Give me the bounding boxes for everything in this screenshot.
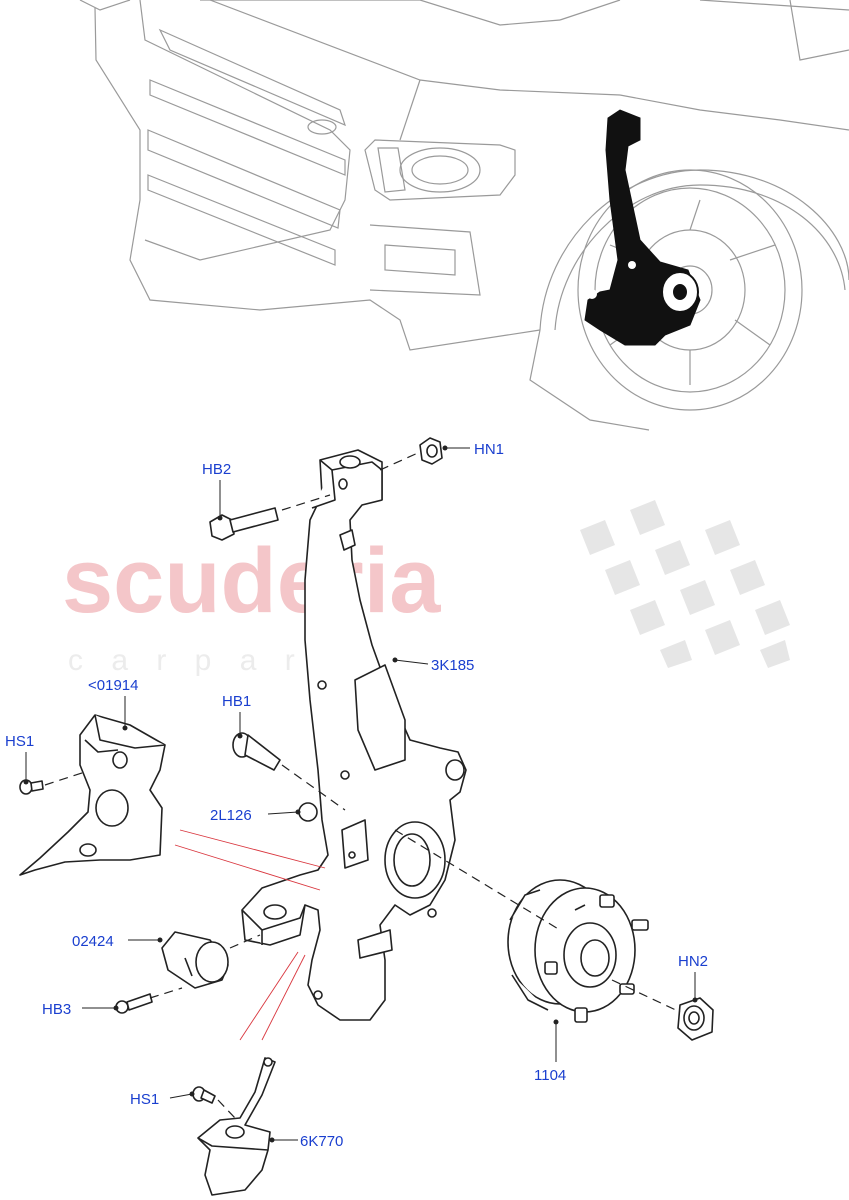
label-2L126: 2L126 (210, 807, 252, 824)
bolt-HB1 (232, 732, 281, 771)
splash-shield-01914 (19, 714, 166, 876)
bolt-HB3 (115, 993, 153, 1014)
label-1104: 1104 (534, 1067, 566, 1084)
checkered-flag-icon (580, 500, 790, 668)
leader-lines (23, 445, 698, 1143)
plug-2L126 (298, 802, 318, 822)
watermark-brand: scuderia (62, 530, 441, 632)
steering-knuckle-3K185 (241, 449, 467, 1021)
screw-HS1-upper (19, 779, 44, 795)
assembly-lines (44, 451, 681, 1119)
label-HN2: HN2 (678, 953, 708, 970)
label-HN1: HN1 (474, 441, 504, 458)
bracket-6K770 (197, 1057, 276, 1196)
hub-nut-HN2 (677, 997, 714, 1041)
part-labels: HN1 HB2 3K185 <01914 HS1 HB1 2L126 02424… (5, 441, 708, 1150)
screw-HS1-lower (192, 1086, 216, 1104)
label-01914: <01914 (88, 677, 138, 694)
label-HB1: HB1 (222, 693, 251, 710)
knuckle-location-silhouette (584, 109, 701, 346)
reference-lines (174, 829, 326, 1041)
label-02424: 02424 (72, 933, 114, 950)
vehicle-outline (79, 0, 849, 431)
label-HB3: HB3 (42, 1001, 71, 1018)
bolt-HB2 (209, 507, 279, 541)
label-HB2: HB2 (202, 461, 231, 478)
wheel-hub-1104 (507, 879, 649, 1023)
watermark: scuderia c a r p a r t s (62, 500, 790, 677)
bush-02424 (161, 931, 229, 989)
label-HS1-lower: HS1 (130, 1091, 159, 1108)
label-HS1-upper: HS1 (5, 733, 34, 750)
label-3K185: 3K185 (431, 657, 474, 674)
label-6K770: 6K770 (300, 1133, 343, 1150)
nut-HN1 (419, 437, 443, 465)
